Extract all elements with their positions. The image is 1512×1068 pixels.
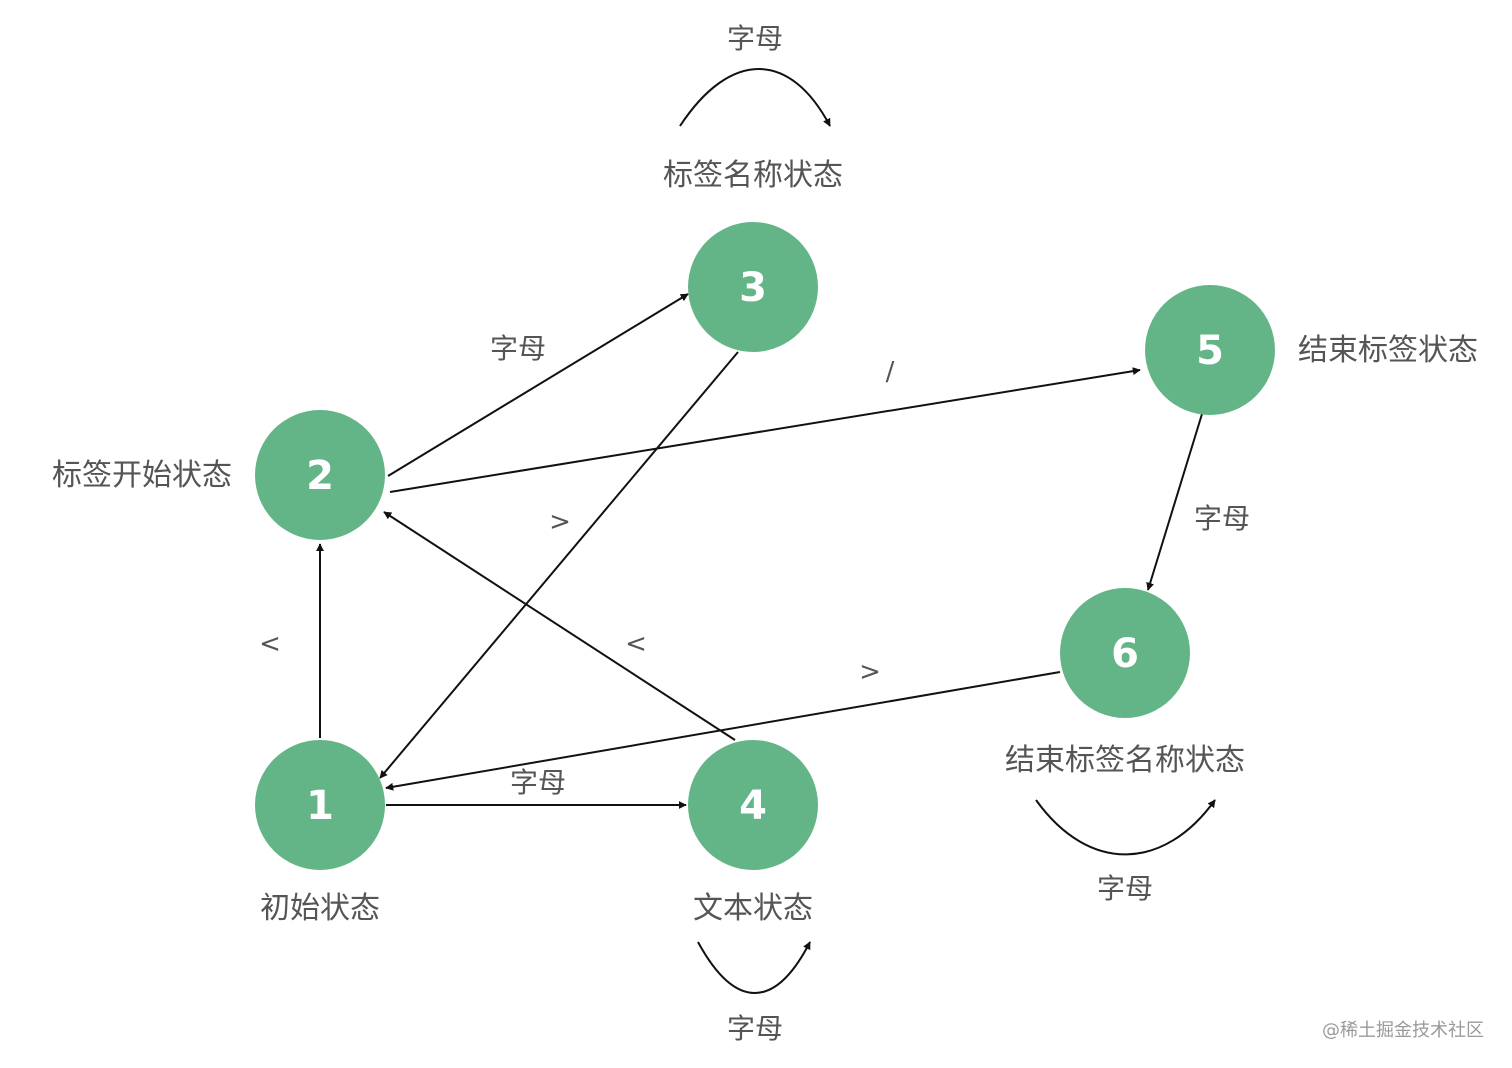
edge-3-self-loop (679, 68, 831, 127)
node-1-circle (255, 740, 385, 870)
edge-3-to-1-label: > (549, 507, 571, 537)
edge-4-to-2 (383, 511, 736, 741)
node-4: 4 (688, 740, 818, 870)
node-3-label: 标签名称状态 (663, 158, 843, 193)
node-5: 5 (1145, 285, 1275, 415)
node-2: 2 (255, 410, 385, 540)
node-4-circle (688, 740, 818, 870)
edge-3-self-loop-label: 字母 (727, 22, 783, 55)
node-3-circle (688, 222, 818, 352)
node-2-circle (255, 410, 385, 540)
node-6-number: 6 (1111, 631, 1139, 677)
node-5-label: 结束标签状态 (1298, 333, 1478, 368)
edges (316, 68, 1216, 994)
edge-6-to-1 (385, 671, 1061, 791)
node-6-label: 结束标签名称状态 (1005, 743, 1245, 778)
edge-6-to-1-label: > (859, 657, 881, 687)
node-4-number: 4 (739, 783, 767, 829)
node-3-number: 3 (739, 265, 767, 311)
node-4-label: 文本状态 (693, 891, 813, 926)
edge-1-to-4-label: 字母 (510, 766, 566, 799)
watermark: @稀土掘金技术社区 (1322, 1020, 1484, 1041)
edge-4-self-loop-label: 字母 (727, 1012, 783, 1045)
edge-5-to-6-label: 字母 (1194, 502, 1250, 535)
node-1-number: 1 (306, 783, 334, 829)
edge-1-to-2-label: < (259, 629, 281, 659)
edge-2-to-3-label: 字母 (490, 332, 546, 365)
edge-6-self-loop-label: 字母 (1097, 872, 1153, 905)
node-1: 1 (255, 740, 385, 870)
node-3: 3 (688, 222, 818, 352)
edge-4-to-2-label: < (625, 629, 647, 659)
node-1-label: 初始状态 (260, 891, 380, 926)
node-6-circle (1060, 588, 1190, 718)
edge-4-self-loop (697, 941, 811, 994)
node-2-label: 标签开始状态 (52, 458, 232, 493)
edge-2-to-5 (389, 367, 1141, 493)
edge-5-to-6 (1146, 413, 1203, 591)
edge-2-to-3 (387, 293, 689, 477)
edge-3-to-1 (379, 351, 739, 779)
node-2-number: 2 (306, 453, 334, 499)
edge-6-self-loop (1035, 799, 1216, 856)
node-5-circle (1145, 285, 1275, 415)
node-6: 6 (1060, 588, 1190, 718)
edge-2-to-5-label: / (886, 357, 895, 387)
node-5-number: 5 (1196, 328, 1224, 374)
